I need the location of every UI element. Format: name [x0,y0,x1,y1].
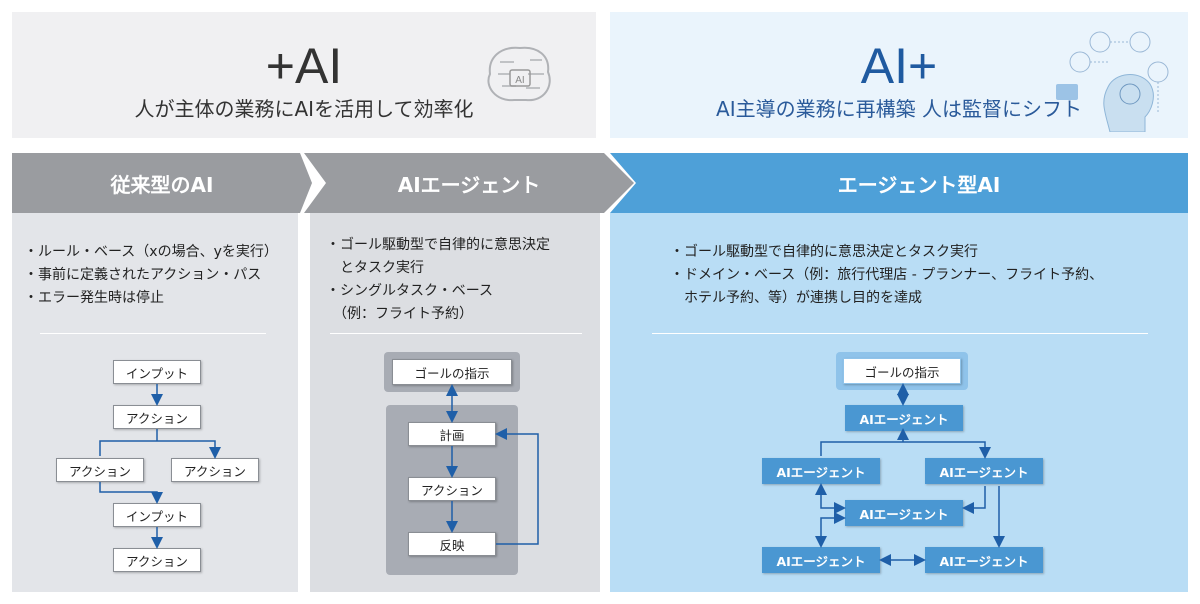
goal-instruction: ゴールの指示 [843,358,961,384]
flow-action: アクション [113,548,201,572]
bullet: ・エラー発生時は停止 [24,290,164,306]
divider [40,333,266,334]
bullet: ・ゴール駆動型で自律的に意思決定とタスク実行 [670,244,978,260]
plus-ai-title: +AI [265,38,343,94]
divider [330,333,582,334]
plus-ai-subtitle: 人が主体の業務にAIを活用して効率化 [134,97,474,121]
ai-agent-box: AIエージェント [845,500,963,526]
header-label: エージェント型AI [837,172,1001,197]
bullet-list: ・ゴール駆動型で自律的に意思決定 とタスク実行 ・シングルタスク・ベース （例：… [326,234,550,326]
ai-agent-box: AIエージェント [925,547,1043,573]
bullet: （例：フライト予約） [326,306,473,322]
flow-action: アクション [113,405,201,429]
flow-plan: 計画 [408,422,496,446]
bullet: ・ドメイン・ベース（例：旅行代理店 - プランナー、フライト予約、 [670,267,1104,283]
flow-action: アクション [408,477,496,501]
ai-agent-box: AIエージェント [762,458,880,484]
bullet: ホテル予約、等）が連携し目的を達成 [670,290,922,306]
header-agentic-ai: エージェント型AI [610,153,1188,213]
bullet-list: ・ゴール駆動型で自律的に意思決定とタスク実行 ・ドメイン・ベース（例：旅行代理店… [670,241,1103,310]
flow-reflect: 反映 [408,532,496,556]
bullet: ・事前に定義されたアクション・パス [24,267,262,283]
header-label: AIエージェント [397,172,541,197]
ai-agent-box: AIエージェント [925,458,1043,484]
flow-action: アクション [56,458,144,482]
flow-input: インプット [113,360,201,384]
goal-instruction: ゴールの指示 [392,359,512,385]
svg-text:AI: AI [515,75,524,86]
ai-plus-title: AI+ [860,38,938,94]
flow-input: インプット [113,503,201,527]
bullet: ・ルール・ベース（xの場合、yを実行） [24,244,278,260]
top-left-panel: +AI 人が主体の業務にAIを活用して効率化 AI [12,12,596,138]
bullet: ・ゴール駆動型で自律的に意思決定 [326,237,550,253]
top-right-panel: AI+ AI主導の業務に再構築 人は監督にシフト [610,12,1188,138]
divider [652,333,1148,334]
ai-agent-box: AIエージェント [845,405,963,431]
bullet: ・シングルタスク・ベース [326,283,494,299]
flow-action: アクション [171,458,259,482]
header-ai-agent: AIエージェント [304,153,634,213]
ai-agent-box: AIエージェント [762,547,880,573]
header-label: 従来型のAI [110,172,214,197]
human-head-ai-network-icon [1056,31,1169,132]
brain-circuit-icon: AI [487,46,551,102]
bullet-list: ・ルール・ベース（xの場合、yを実行） ・事前に定義されたアクション・パス ・エ… [24,241,278,310]
ai-plus-subtitle: AI主導の業務に再構築 人は監督にシフト [716,97,1082,121]
bullet: とタスク実行 [326,260,424,276]
header-traditional-ai: 従来型のAI [12,153,312,213]
